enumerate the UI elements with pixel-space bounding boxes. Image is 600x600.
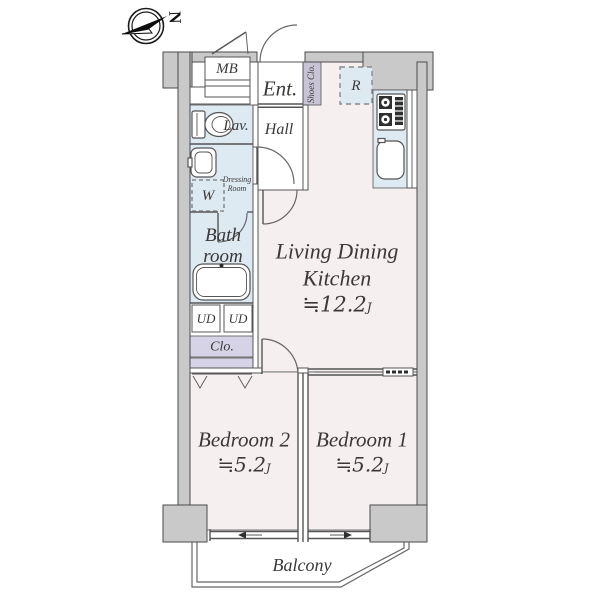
bathroom-line1: Bath — [205, 225, 241, 247]
wall-ldk-bedroom2 — [189, 367, 263, 374]
right-wall — [416, 61, 428, 509]
compass-inner-ring — [131, 11, 161, 41]
balcony-rail-outer — [191, 542, 410, 588]
closet-floor-lower — [189, 357, 254, 370]
washer-space — [191, 179, 225, 212]
pocket-hatch — [386, 370, 390, 374]
walls — [162, 51, 434, 543]
vanity-tap — [187, 157, 193, 168]
entrance-door-arc — [259, 24, 298, 63]
bedroom2-window-arrowhead — [238, 531, 246, 539]
fixtures — [187, 89, 418, 389]
toilet-tank — [191, 110, 206, 139]
bedroom2-size-value: ≒5.2 — [217, 452, 266, 477]
ldk-size-value: ≒12.2 — [302, 292, 367, 317]
utility-boxes — [189, 56, 373, 333]
bottom-right-pillar — [369, 504, 428, 543]
dressing-room-label: Dressing Room — [222, 175, 252, 194]
bedroom1-name: Bedroom 1 — [316, 427, 408, 452]
ud-right-label: UD — [228, 310, 248, 326]
left-wall — [177, 51, 191, 513]
bedroom1-label: Bedroom 1 ≒5.2J — [316, 427, 408, 476]
ud-left-label: UD — [196, 310, 216, 326]
compass-needle — [122, 16, 167, 34]
ldk-name-line2: Kitchen — [302, 265, 372, 291]
kitchen-counter — [372, 89, 418, 189]
refrigerator-label: R — [351, 77, 361, 94]
lavatory-label: Lav. — [223, 117, 249, 134]
windows — [209, 529, 371, 541]
shoes-closet-label: Shoes Clo. — [306, 64, 317, 104]
bedroom2-size-unit: J — [265, 460, 271, 475]
ldk-label: Living Dining Kitchen ≒12.2J — [276, 238, 399, 317]
bedroom1-size: ≒5.2J — [316, 453, 408, 477]
refrigerator-space — [339, 66, 373, 105]
bedroom1-window-arrowhead — [344, 531, 352, 539]
stove-burner-center — [383, 117, 388, 122]
dressing-room-line1: Dressing — [222, 175, 252, 185]
mb-door-jamb — [245, 31, 249, 55]
dressing-room-line2: Room — [227, 184, 247, 193]
toilet-icon — [191, 110, 234, 139]
compass-icon — [121, 7, 167, 45]
hanger-pipe — [192, 373, 253, 389]
mb-label: MB — [216, 60, 238, 77]
bathtub-icon — [192, 263, 251, 301]
wall-hall-east — [302, 104, 309, 191]
bathroom-label: Bath room — [203, 225, 243, 268]
bedroom2-name: Bedroom 2 — [198, 427, 290, 452]
ud-box-right — [223, 304, 253, 333]
balcony-label: Balcony — [272, 555, 332, 576]
ud-box-left — [191, 304, 221, 333]
hanger-icon — [192, 375, 208, 389]
hall-floor — [257, 106, 304, 191]
hanger-icon — [237, 375, 253, 389]
ldk-size: ≒12.2J — [276, 292, 399, 318]
closet-label: Clo. — [210, 339, 234, 355]
bathtub-tap — [219, 263, 224, 268]
bedroom2-size: ≒5.2J — [198, 453, 290, 477]
wall-bedrooms-junction — [297, 367, 309, 374]
bedroom1-size-value: ≒5.2 — [335, 452, 384, 477]
stove-burner-center — [383, 100, 388, 105]
washer-label: W — [201, 187, 215, 204]
hall-label: Hall — [264, 121, 294, 139]
kitchen-sink-tap — [377, 137, 386, 144]
bedroom2-door-arc — [261, 338, 299, 376]
vanity-sink-icon — [187, 147, 217, 178]
entrance-floor — [257, 61, 304, 108]
pocket-hatch — [398, 370, 402, 374]
doors — [211, 24, 299, 376]
dressing-door-arc — [256, 146, 295, 185]
toilet-seat — [211, 116, 231, 133]
pocket-hatch — [404, 370, 408, 374]
bedroom2-label: Bedroom 2 ≒5.2J — [198, 427, 290, 476]
compass-north-label: N — [165, 10, 185, 24]
entrance-label: Ent. — [262, 76, 298, 101]
bedroom1-size-unit: J — [383, 460, 389, 475]
ldk-size-unit: J — [366, 300, 372, 315]
bottom-left-pillar — [162, 504, 208, 543]
balcony-outline — [191, 542, 410, 588]
meter-box — [204, 56, 251, 98]
balcony-rail-inner — [196, 542, 405, 583]
bathroom-line2: room — [203, 246, 243, 267]
hall-ldk-door-arc — [262, 189, 298, 225]
kitchen-sink-icon — [376, 140, 405, 180]
partitions — [189, 103, 417, 542]
bath-door-arc — [217, 212, 248, 243]
ldk-name-line1: Living Dining — [275, 238, 399, 264]
toilet-bowl — [204, 111, 234, 138]
pocket-hatch — [392, 370, 396, 374]
vanity-basin-inner — [194, 151, 213, 174]
wall-hall-west-lower — [252, 183, 259, 369]
bathtub-outer — [192, 263, 251, 301]
wall-hall-west-upper — [252, 104, 259, 148]
bedroom2-floor — [189, 371, 299, 531]
compass-needle-tail — [121, 28, 153, 35]
mb-door-leaf — [211, 31, 247, 55]
